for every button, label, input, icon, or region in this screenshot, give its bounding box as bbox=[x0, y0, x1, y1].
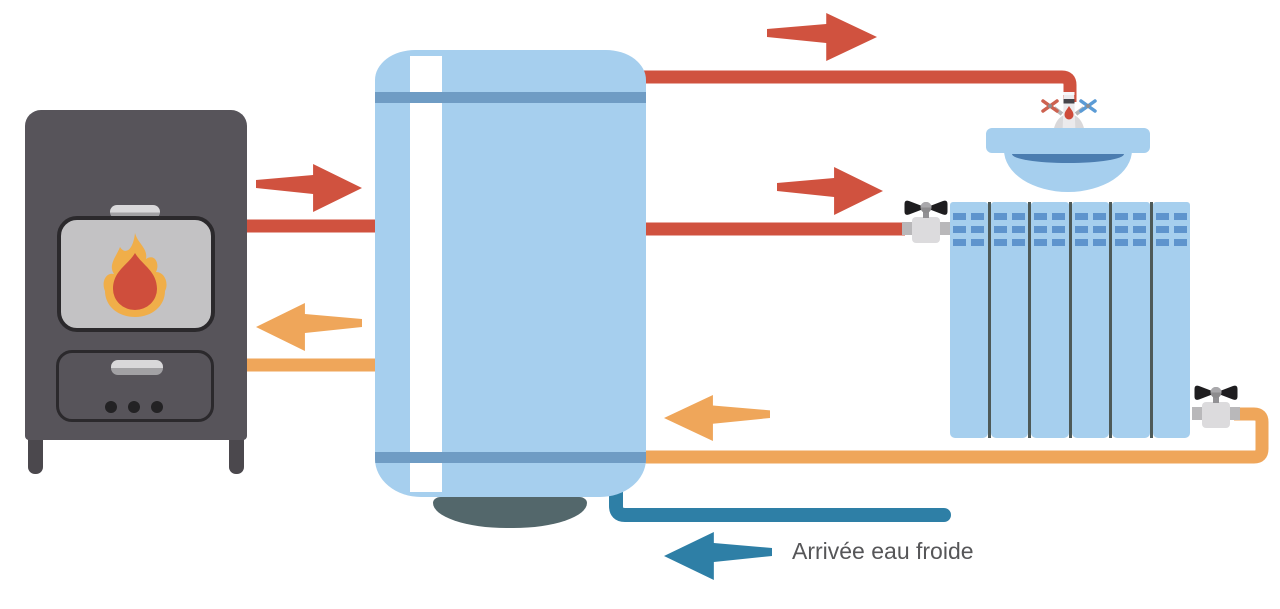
washbasin bbox=[986, 60, 1150, 192]
pipe-cold-water-inlet bbox=[609, 484, 951, 522]
tank-band-bottom bbox=[375, 452, 646, 463]
radiator-divider bbox=[1028, 202, 1031, 438]
radiator-section bbox=[1152, 202, 1190, 438]
radiator-fins bbox=[1155, 213, 1187, 246]
hot-flow-arrow-right-icon bbox=[777, 167, 883, 215]
radiator-outlet-valve-icon bbox=[1192, 385, 1240, 428]
pipe-hot-tank-to-faucet bbox=[640, 70, 1077, 102]
boiler-leg-left bbox=[28, 438, 43, 474]
vent-dot bbox=[128, 401, 140, 413]
radiator-inlet-valve-icon bbox=[902, 200, 950, 243]
hot-drop-icon bbox=[1064, 106, 1074, 120]
flame-icon bbox=[103, 233, 167, 317]
radiator-divider bbox=[1068, 202, 1072, 438]
boiler-fire-window bbox=[57, 216, 215, 332]
radiator-divider bbox=[987, 202, 991, 438]
radiator-fins bbox=[1115, 213, 1147, 246]
sink-bowl bbox=[1004, 150, 1132, 192]
radiator-fins bbox=[1034, 213, 1066, 246]
cold-water-arrow-left-icon bbox=[664, 532, 772, 580]
faucet-icon bbox=[1041, 92, 1097, 133]
hot-flow-arrow-right-icon bbox=[256, 164, 362, 212]
hot-water-tank bbox=[375, 50, 646, 497]
vent-dot bbox=[105, 401, 117, 413]
radiator-section bbox=[1031, 202, 1069, 438]
radiator-fins bbox=[953, 213, 985, 246]
sink-rim bbox=[986, 128, 1150, 153]
boiler-door-handle-top bbox=[110, 205, 160, 219]
boiler-door-handle-bottom bbox=[111, 360, 163, 375]
boiler-lower-door bbox=[56, 350, 214, 422]
pipe-return-radiator-to-tank bbox=[640, 407, 1269, 464]
boiler-vents bbox=[105, 400, 174, 418]
sink-bowl-shadow bbox=[1012, 154, 1124, 163]
return-flow-arrow-left-icon bbox=[664, 394, 770, 442]
tank-band-top bbox=[375, 92, 646, 103]
radiator-divider bbox=[1149, 202, 1153, 438]
radiator-section bbox=[1071, 202, 1109, 438]
radiator-divider bbox=[1109, 202, 1112, 438]
radiator-section bbox=[1112, 202, 1150, 438]
boiler bbox=[25, 110, 247, 474]
radiator-fins bbox=[1074, 213, 1106, 246]
vent-dot bbox=[151, 401, 163, 413]
hot-flow-arrow-right-icon bbox=[767, 13, 877, 61]
return-flow-arrow-left-icon bbox=[256, 303, 362, 351]
tank-highlight-stripe bbox=[410, 56, 442, 492]
boiler-leg-right bbox=[229, 438, 244, 474]
radiator-section bbox=[950, 202, 988, 438]
radiator-section bbox=[990, 202, 1028, 438]
radiator bbox=[950, 202, 1190, 438]
radiator-fins bbox=[993, 213, 1025, 246]
cold-water-label: Arrivée eau froide bbox=[792, 538, 974, 564]
